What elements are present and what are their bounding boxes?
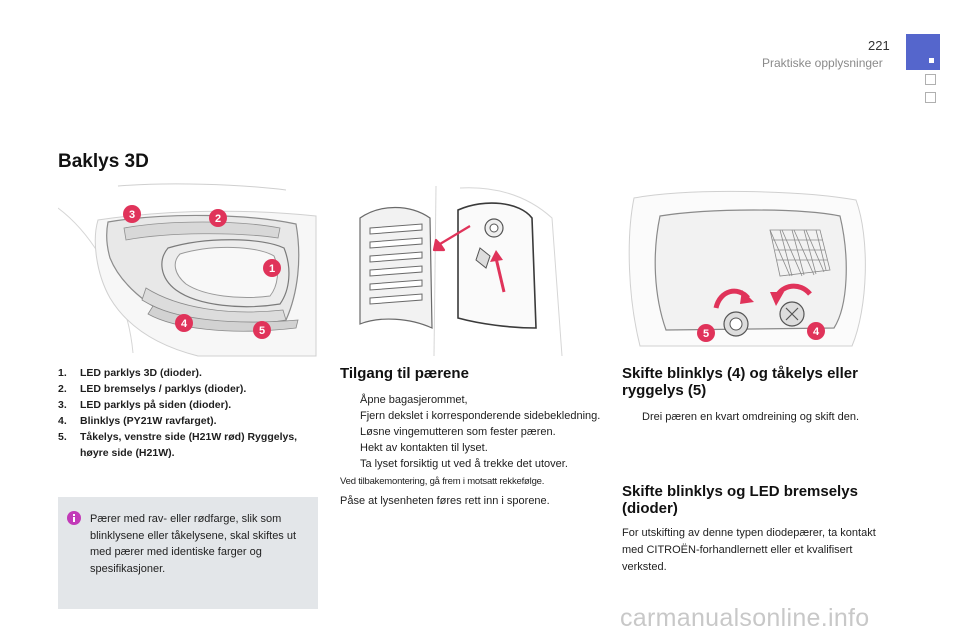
section-label: Praktiske opplysninger <box>762 56 883 70</box>
step-item: Ta lyset forsiktig ut ved å trekke det u… <box>360 458 568 470</box>
replace-indicator-section: Skifte blinklys (4) og tåkelys eller ryg… <box>622 365 892 425</box>
callout-3: 3 <box>129 209 135 221</box>
callout-5: 5 <box>703 328 709 340</box>
info-note-text: Pærer med rav- eller rødfarge, slik som … <box>90 513 297 575</box>
step-item: Fjern dekslet i korresponderende sidebek… <box>360 410 601 422</box>
final-note: Påse at lysenheten føres rett inn i spor… <box>340 495 550 507</box>
step-item: Løsne vingemutteren som fester pæren. <box>360 426 556 438</box>
legend-item: 4.Blinklys (PY21W ravfarget). <box>58 415 217 427</box>
info-note: Pærer med rav- eller rødfarge, slik som … <box>58 497 318 609</box>
legend-item: 3.LED parklys på siden (dioder). <box>58 399 232 411</box>
reassembly-note: Ved tilbakemontering, gå frem i motsatt … <box>340 476 545 487</box>
page-number: 221 <box>868 38 890 53</box>
access-steps: Åpne bagasjerommet, Fjern dekslet i korr… <box>340 392 610 472</box>
chapter-tab-active[interactable] <box>906 34 940 70</box>
callout-4: 4 <box>181 318 188 330</box>
callout-5: 5 <box>259 325 265 337</box>
replace-led-heading: Skifte blinklys og LED bremselys (dioder… <box>622 483 858 517</box>
access-heading: Tilgang til pærene <box>340 365 469 382</box>
chapter-tab[interactable] <box>925 74 936 85</box>
callout-2: 2 <box>215 213 221 225</box>
access-cover-illustration <box>340 178 570 358</box>
step-item: Åpne bagasjerommet, <box>360 394 468 406</box>
chapter-tab[interactable] <box>925 92 936 103</box>
legend-item: 1.LED parklys 3D (dioder). <box>58 367 202 379</box>
replace-indicator-steps: Drei pæren en kvart omdreining og skift … <box>622 409 892 425</box>
legend-item: 2.LED bremselys / parklys (dioder). <box>58 383 247 395</box>
access-section: Tilgang til pærene Åpne bagasjerommet, F… <box>340 365 610 509</box>
replace-led-section: Skifte blinklys og LED bremselys (dioder… <box>622 483 892 576</box>
page-title: Baklys 3D <box>58 151 149 172</box>
info-icon <box>66 510 82 531</box>
callout-1: 1 <box>269 263 275 275</box>
callout-4: 4 <box>813 326 820 338</box>
bulb-holder-illustration: 5 4 <box>620 178 882 358</box>
legend-list: 1.LED parklys 3D (dioder). 2.LED bremsel… <box>58 365 320 461</box>
replace-indicator-heading: Skifte blinklys (4) og tåkelys eller ryg… <box>622 365 858 399</box>
rear-light-illustration: 3 2 1 4 5 <box>58 178 320 358</box>
step-item: Hekt av kontakten til lyset. <box>360 442 488 454</box>
replace-led-text: For utskifting av denne typen diodepærer… <box>622 527 876 573</box>
legend-item: 5.Tåkelys, venstre side (H21W rød) Rygge… <box>58 431 298 459</box>
step-item: Drei pæren en kvart omdreining og skift … <box>642 411 860 423</box>
watermark: carmanualsonline.info <box>620 604 870 632</box>
